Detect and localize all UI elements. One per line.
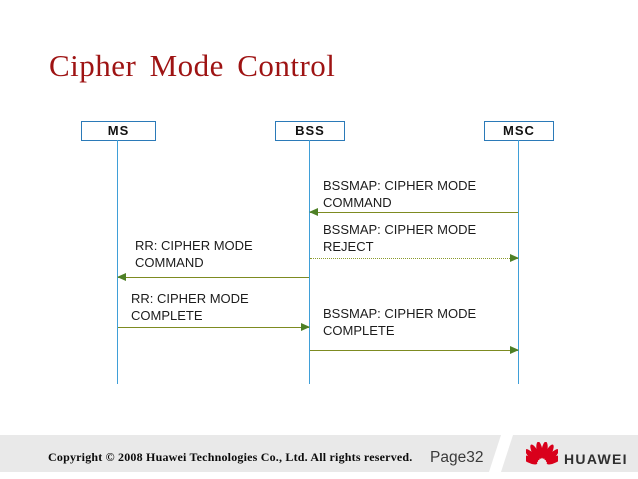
message-arrow: [309, 207, 518, 216]
message-label: BSSMAP: CIPHER MODE REJECT: [323, 222, 477, 254]
arrowhead-icon: [510, 345, 519, 354]
arrowhead-icon: [301, 322, 310, 331]
lifeline-ms: [117, 140, 118, 384]
huawei-logo-icon: [526, 442, 558, 465]
entity-box-msc: MSC: [484, 121, 554, 141]
slide-title: Cipher Mode Control: [49, 48, 336, 83]
message-arrow: [310, 253, 519, 262]
entity-box-ms: MS: [81, 121, 156, 141]
message-arrow: [118, 322, 310, 331]
message-arrow: [310, 345, 519, 354]
message-label: RR: CIPHER MODE COMPLETE: [131, 291, 249, 323]
lifeline-bss: [309, 140, 310, 384]
copyright-text: Copyright © 2008 Huawei Technologies Co.…: [48, 450, 413, 464]
message-arrow: [117, 272, 309, 281]
footer-stripe: [488, 435, 514, 472]
huawei-wordmark: HUAWEI: [564, 451, 628, 467]
entity-box-bss: BSS: [275, 121, 345, 141]
lifeline-msc: [518, 140, 519, 384]
message-label: RR: CIPHER MODE COMMAND: [135, 238, 253, 270]
arrowhead-icon: [510, 253, 519, 262]
page-number: Page32: [430, 449, 484, 466]
arrowhead-icon: [309, 207, 318, 216]
arrowhead-icon: [117, 272, 126, 281]
message-label: BSSMAP: CIPHER MODE COMMAND: [323, 178, 477, 210]
message-label: BSSMAP: CIPHER MODE COMPLETE: [323, 306, 477, 338]
